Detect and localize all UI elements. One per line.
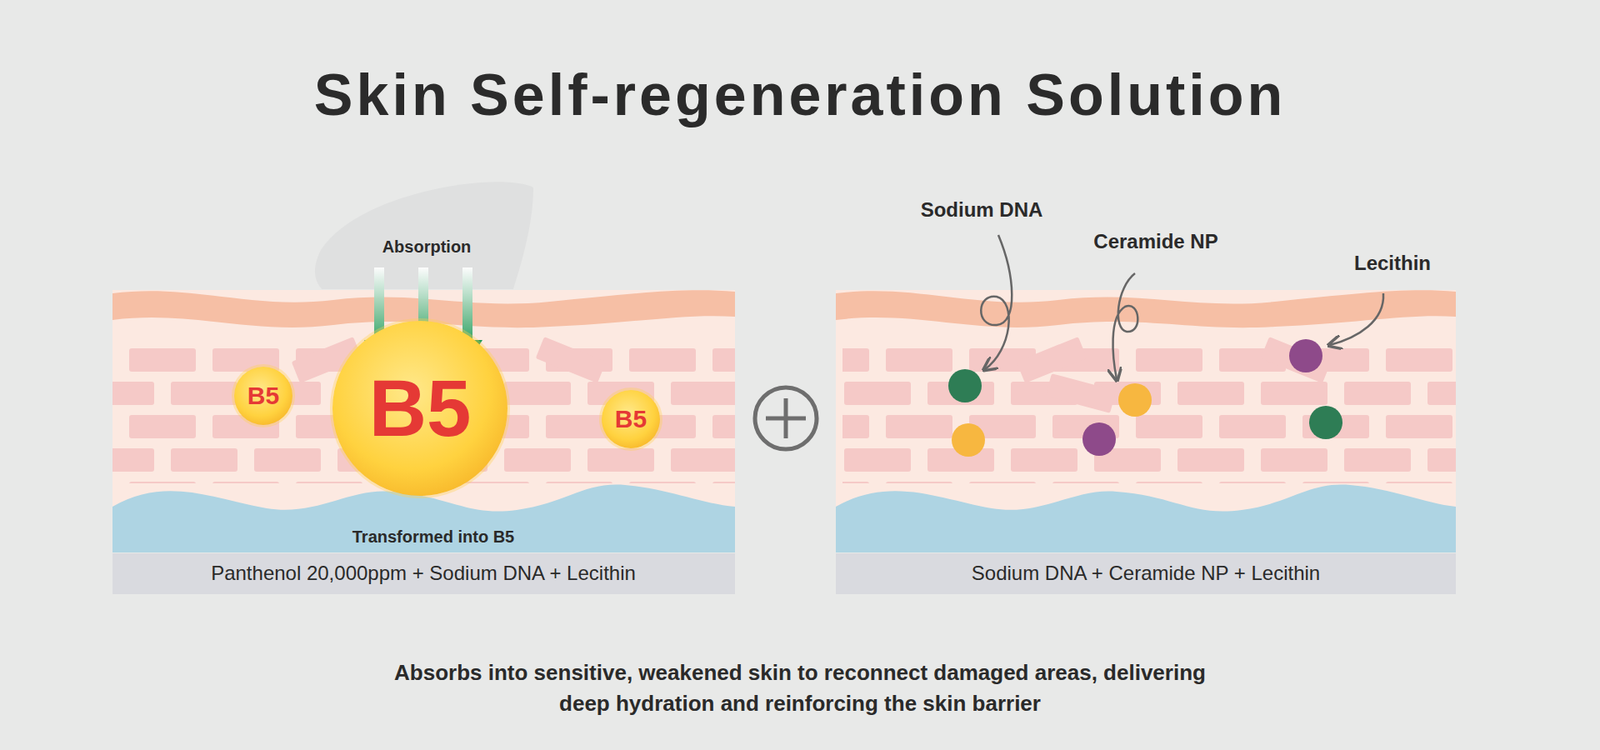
plus-sign	[755, 387, 817, 450]
annotation-label: Transformed into B5	[352, 527, 515, 547]
vitamin-label: B5	[615, 406, 647, 432]
skin-right	[835, 289, 1456, 553]
skin-left	[112, 289, 735, 553]
leader-lines	[980, 235, 1384, 380]
vitamin-label: B5	[247, 383, 280, 409]
b5-circle: B5	[601, 390, 660, 449]
caption: Absorbs into sensitive, weakened skin to…	[383, 657, 1217, 720]
annotation-label: Ceramide NP	[1093, 230, 1218, 254]
ingredient-dots	[948, 339, 1343, 457]
title: Skin Self-regeneration Solution	[314, 61, 1286, 129]
annotation-label: Absorption	[382, 237, 472, 257]
annotation-label: Lecithin	[1354, 251, 1431, 275]
ingredient-formula: Sodium DNA + Ceramide NP + Lecithin	[971, 561, 1320, 585]
b5-circle: B5	[332, 320, 508, 496]
caption-bar: Sodium DNA + Ceramide NP + Lecithin	[835, 553, 1456, 595]
caption-bar: Panthenol 20,000ppm + Sodium DNA + Lecit…	[112, 553, 735, 595]
annotation-label: Sodium DNA	[920, 198, 1044, 222]
b5-circle: B5	[234, 366, 293, 425]
vitamin-label: B5	[369, 368, 472, 449]
ingredient-formula: Panthenol 20,000ppm + Sodium DNA + Lecit…	[210, 561, 636, 585]
